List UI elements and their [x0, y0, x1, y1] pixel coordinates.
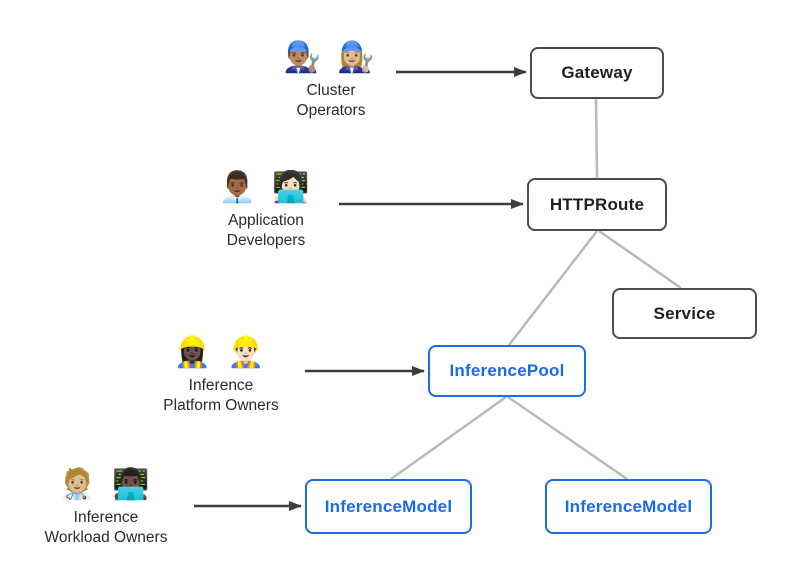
persona-label-application-developers: Application Developers	[218, 211, 313, 251]
workload-owner-emoji-pair: 🧑🏼‍⚕️ 👨🏿‍💻	[45, 465, 168, 505]
edge-httproute-service	[598, 229, 682, 290]
service-node: Service	[612, 288, 757, 339]
man-construction-worker-emoji-icon: 👷🏻‍♂️	[227, 336, 269, 369]
persona-label-line: Inference	[73, 509, 139, 526]
edge-httproute-inferencepool	[508, 230, 598, 346]
persona-label-inference-workload-owners: Inference Workload Owners	[45, 508, 168, 548]
httproute-node-label: HTTPRoute	[549, 194, 645, 214]
mechanic-emoji-pair: 👨🏽‍🔧 👩🏼‍🔧	[283, 38, 378, 78]
persona-label-line: Operators	[296, 102, 366, 119]
edge-gateway-httproute	[594, 98, 599, 179]
construction-worker-emoji-pair: 👷🏿‍♀️ 👷🏻‍♂️	[163, 333, 278, 373]
persona-application-developers: 👨🏾‍💼 👩🏻‍💻 Application Developers	[218, 168, 313, 251]
persona-label-line: Cluster	[306, 82, 356, 99]
man-technologist-emoji-icon: 👨🏿‍💻	[112, 468, 154, 501]
persona-label-cluster-operators: Cluster Operators	[283, 81, 378, 121]
inferencemodel-right-node-label: InferenceModel	[564, 496, 693, 516]
httproute-node: HTTPRoute	[527, 178, 667, 231]
developer-emoji-pair: 👨🏾‍💼 👩🏻‍💻	[218, 168, 313, 208]
gateway-node-label: Gateway	[561, 63, 633, 82]
man-mechanic-emoji-icon: 👨🏽‍🔧	[283, 41, 325, 74]
inferencepool-node: InferencePool	[428, 345, 586, 397]
persona-label-line: Developers	[226, 232, 306, 249]
persona-label-line: Platform Owners	[163, 397, 279, 414]
woman-technologist-emoji-icon: 👩🏻‍💻	[272, 171, 314, 204]
persona-inference-workload-owners: 🧑🏼‍⚕️ 👨🏿‍💻 Inference Workload Owners	[45, 465, 168, 548]
gateway-node: Gateway	[530, 47, 664, 99]
persona-label-line: Application	[228, 212, 304, 229]
persona-label-line: Workload Owners	[44, 529, 168, 546]
service-node-label: Service	[653, 303, 716, 323]
persona-cluster-operators: 👨🏽‍🔧 👩🏼‍🔧 Cluster Operators	[283, 38, 378, 121]
edge-inferencepool-inferencemodel-left	[390, 395, 507, 481]
man-office-worker-emoji-icon: 👨🏾‍💼	[218, 171, 260, 204]
persona-inference-platform-owners: 👷🏿‍♀️ 👷🏻‍♂️ Inference Platform Owners	[163, 333, 278, 416]
inferencemodel-left-node-label: InferenceModel	[324, 496, 453, 516]
woman-construction-worker-emoji-icon: 👷🏿‍♀️	[173, 336, 215, 369]
edge-inferencepool-inferencemodel-right	[507, 395, 628, 481]
persona-label-inference-platform-owners: Inference Platform Owners	[163, 376, 278, 416]
health-worker-emoji-icon: 🧑🏼‍⚕️	[58, 468, 100, 501]
woman-mechanic-emoji-icon: 👩🏼‍🔧	[337, 41, 379, 74]
persona-label-line: Inference	[188, 377, 254, 394]
inferencemodel-right-node: InferenceModel	[545, 479, 712, 534]
inferencepool-node-label: InferencePool	[449, 361, 565, 380]
inferencemodel-left-node: InferenceModel	[305, 479, 472, 534]
